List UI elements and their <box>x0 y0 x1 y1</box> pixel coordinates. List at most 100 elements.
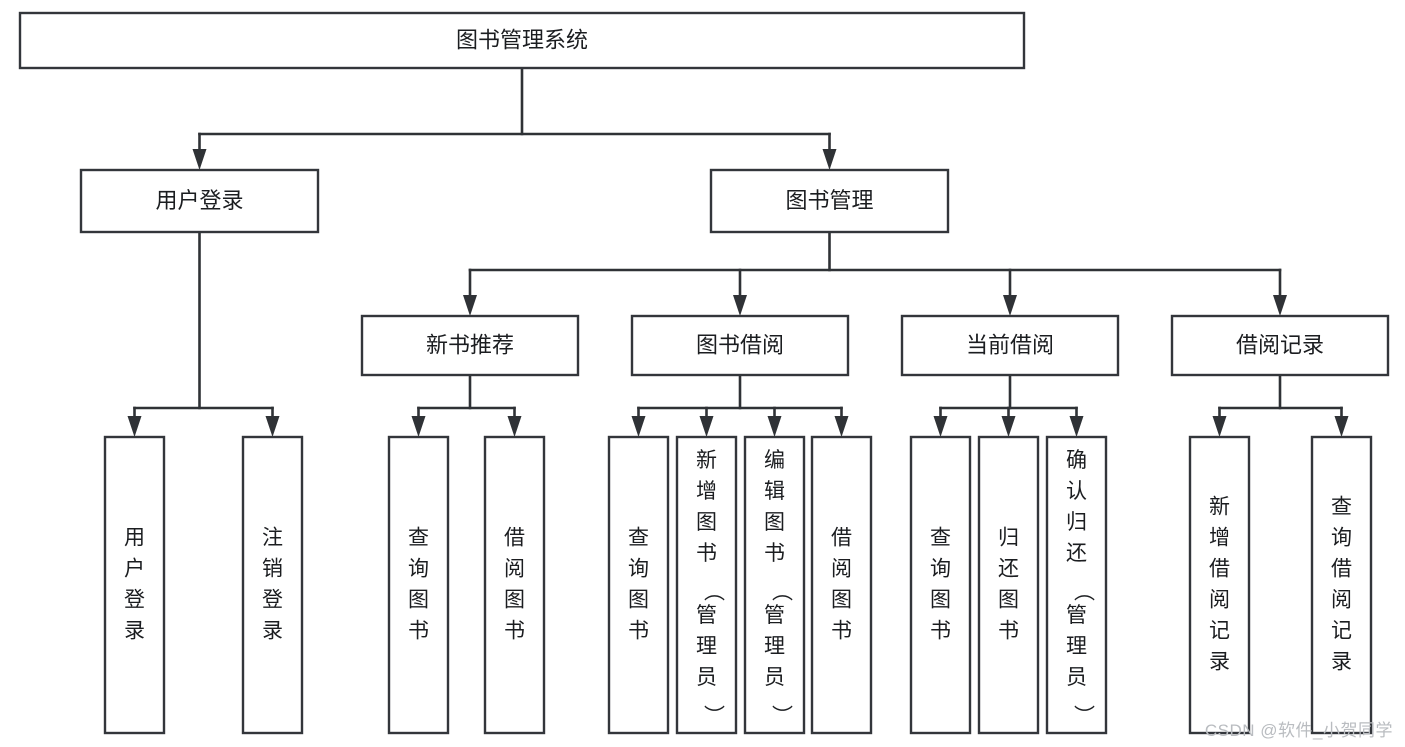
svg-text:编: 编 <box>764 449 785 472</box>
arrow-leaf-1-0 <box>411 416 426 437</box>
arrow-leaf-1-1 <box>507 416 522 437</box>
node-leaf-10 <box>1045 435 1108 735</box>
svg-text:（: （ <box>1072 581 1095 602</box>
node-leaf-0 <box>103 435 166 735</box>
svg-text:录: 录 <box>262 620 283 643</box>
svg-text:阅: 阅 <box>1209 589 1230 612</box>
svg-text:书: 书 <box>504 620 525 643</box>
svg-text:图: 图 <box>764 511 785 534</box>
svg-text:记: 记 <box>1331 620 1352 643</box>
arrow-submodule-3 <box>1273 295 1287 316</box>
svg-text:（: （ <box>702 581 725 602</box>
node-submodule-label-1: 图书借阅 <box>696 332 784 357</box>
arrow-submodule-0 <box>463 295 477 316</box>
arrow-leaf-2-3 <box>834 416 849 437</box>
svg-text:借: 借 <box>1209 558 1230 581</box>
svg-text:图: 图 <box>628 589 649 612</box>
svg-text:归: 归 <box>1066 511 1087 534</box>
svg-text:查: 查 <box>1331 496 1352 519</box>
svg-text:图: 图 <box>696 511 717 534</box>
svg-text:图: 图 <box>930 589 951 612</box>
node-boxes <box>18 11 1390 735</box>
svg-text:查: 查 <box>408 527 429 550</box>
svg-text:借: 借 <box>504 527 525 550</box>
arrow-leaf-3-1 <box>1001 416 1016 437</box>
node-submodule-0 <box>360 314 580 377</box>
svg-text:理: 理 <box>764 635 785 658</box>
arrow-leaf-3-0 <box>933 416 948 437</box>
svg-text:认: 认 <box>1066 480 1087 503</box>
node-leaf-7 <box>810 435 873 735</box>
svg-text:书: 书 <box>696 542 717 565</box>
node-root <box>18 11 1026 70</box>
arrow-leaf-0-0 <box>127 416 142 437</box>
svg-text:辑: 辑 <box>764 480 785 503</box>
node-module-label-1: 图书管理 <box>785 188 873 213</box>
svg-text:图: 图 <box>504 589 525 612</box>
svg-text:书: 书 <box>831 620 852 643</box>
svg-text:书: 书 <box>408 620 429 643</box>
svg-text:查: 查 <box>930 527 951 550</box>
node-module-label-0: 用户登录 <box>155 188 243 213</box>
svg-text:询: 询 <box>628 558 649 581</box>
arrow-leaf-2-2 <box>767 416 782 437</box>
svg-text:图: 图 <box>408 589 429 612</box>
svg-text:）: ） <box>1072 705 1095 726</box>
arrow-leaf-2-1 <box>699 416 714 437</box>
connector-lines <box>127 66 1349 437</box>
node-leaf-12 <box>1310 435 1373 735</box>
svg-text:阅: 阅 <box>504 558 525 581</box>
svg-text:）: ） <box>770 705 793 726</box>
svg-text:户: 户 <box>124 558 145 581</box>
svg-text:）: ） <box>702 705 725 726</box>
arrow-leaf-0-1 <box>265 416 280 437</box>
svg-text:记: 记 <box>1209 620 1230 643</box>
svg-text:员: 员 <box>696 666 717 689</box>
arrow-module-0 <box>192 149 207 170</box>
node-submodule-label-0: 新书推荐 <box>426 332 514 357</box>
svg-text:书: 书 <box>998 620 1019 643</box>
svg-text:注: 注 <box>262 527 283 550</box>
svg-text:新: 新 <box>1209 496 1230 519</box>
node-leaf-2 <box>387 435 450 735</box>
svg-text:理: 理 <box>1066 635 1087 658</box>
svg-text:书: 书 <box>628 620 649 643</box>
arrow-leaf-3-2 <box>1069 416 1084 437</box>
svg-text:管: 管 <box>764 604 785 627</box>
csdn-watermark: CSDN @软件_小贺同学 <box>1204 721 1393 740</box>
svg-text:借: 借 <box>831 527 852 550</box>
node-submodule-2 <box>900 314 1120 377</box>
svg-text:新: 新 <box>696 449 717 472</box>
svg-text:用: 用 <box>124 527 145 550</box>
node-submodule-1 <box>630 314 850 377</box>
node-submodule-label-2: 当前借阅 <box>966 332 1054 357</box>
svg-text:登: 登 <box>124 589 145 612</box>
svg-text:理: 理 <box>696 635 717 658</box>
svg-text:员: 员 <box>764 666 785 689</box>
svg-text:书: 书 <box>764 542 785 565</box>
node-leaf-6 <box>743 435 806 735</box>
svg-text:阅: 阅 <box>1331 589 1352 612</box>
node-module-0 <box>79 168 320 234</box>
svg-text:归: 归 <box>998 527 1019 550</box>
node-leaf-9 <box>977 435 1040 735</box>
node-leaf-8 <box>909 435 972 735</box>
svg-text:阅: 阅 <box>831 558 852 581</box>
svg-text:借: 借 <box>1331 558 1352 581</box>
svg-text:录: 录 <box>1209 651 1230 674</box>
node-submodule-3 <box>1170 314 1390 377</box>
node-submodule-label-3: 借阅记录 <box>1236 332 1324 357</box>
node-leaf-1 <box>241 435 304 735</box>
svg-text:录: 录 <box>124 620 145 643</box>
svg-text:图: 图 <box>831 589 852 612</box>
arrow-leaf-4-0 <box>1212 416 1227 437</box>
